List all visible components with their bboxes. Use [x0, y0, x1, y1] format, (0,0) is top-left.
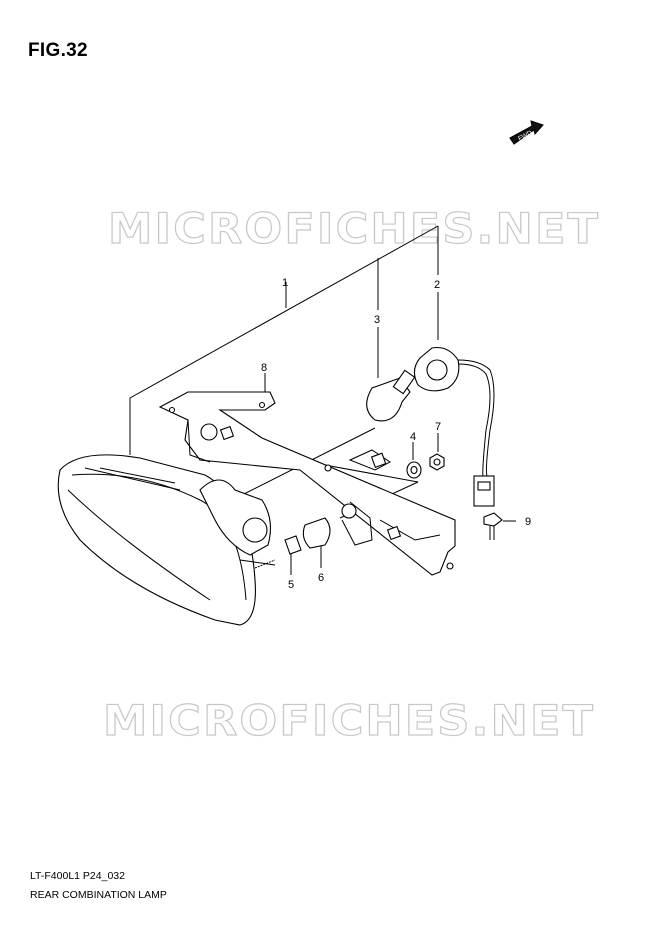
fwd-arrow-icon: FWD: [509, 120, 544, 145]
watermark-bottom: MICROFICHES.NET: [103, 696, 595, 745]
callout-3: 3: [374, 314, 380, 326]
callout-8: 8: [261, 362, 267, 374]
lamp-bracket: [158, 391, 456, 576]
watermark-top: MICROFICHES.NET: [108, 204, 600, 253]
model-code: LT-F400L1 P24_032: [30, 870, 125, 882]
rear-combination-lamp: [57, 454, 276, 626]
callout-6: 6: [318, 572, 324, 584]
callout-2: 2: [434, 279, 440, 291]
callout-5: 5: [288, 579, 294, 591]
socket-with-harness: [413, 346, 495, 507]
leader-lines: [129, 225, 516, 575]
callout-1: 1: [282, 277, 288, 289]
callout-4: 4: [410, 431, 416, 443]
callout-7: 7: [435, 421, 441, 433]
callout-9: 9: [525, 516, 531, 528]
figure-title: FIG.32: [28, 40, 88, 61]
small-parts: [284, 453, 503, 555]
figure-name: REAR COMBINATION LAMP: [30, 889, 167, 901]
bulb: [366, 369, 416, 422]
